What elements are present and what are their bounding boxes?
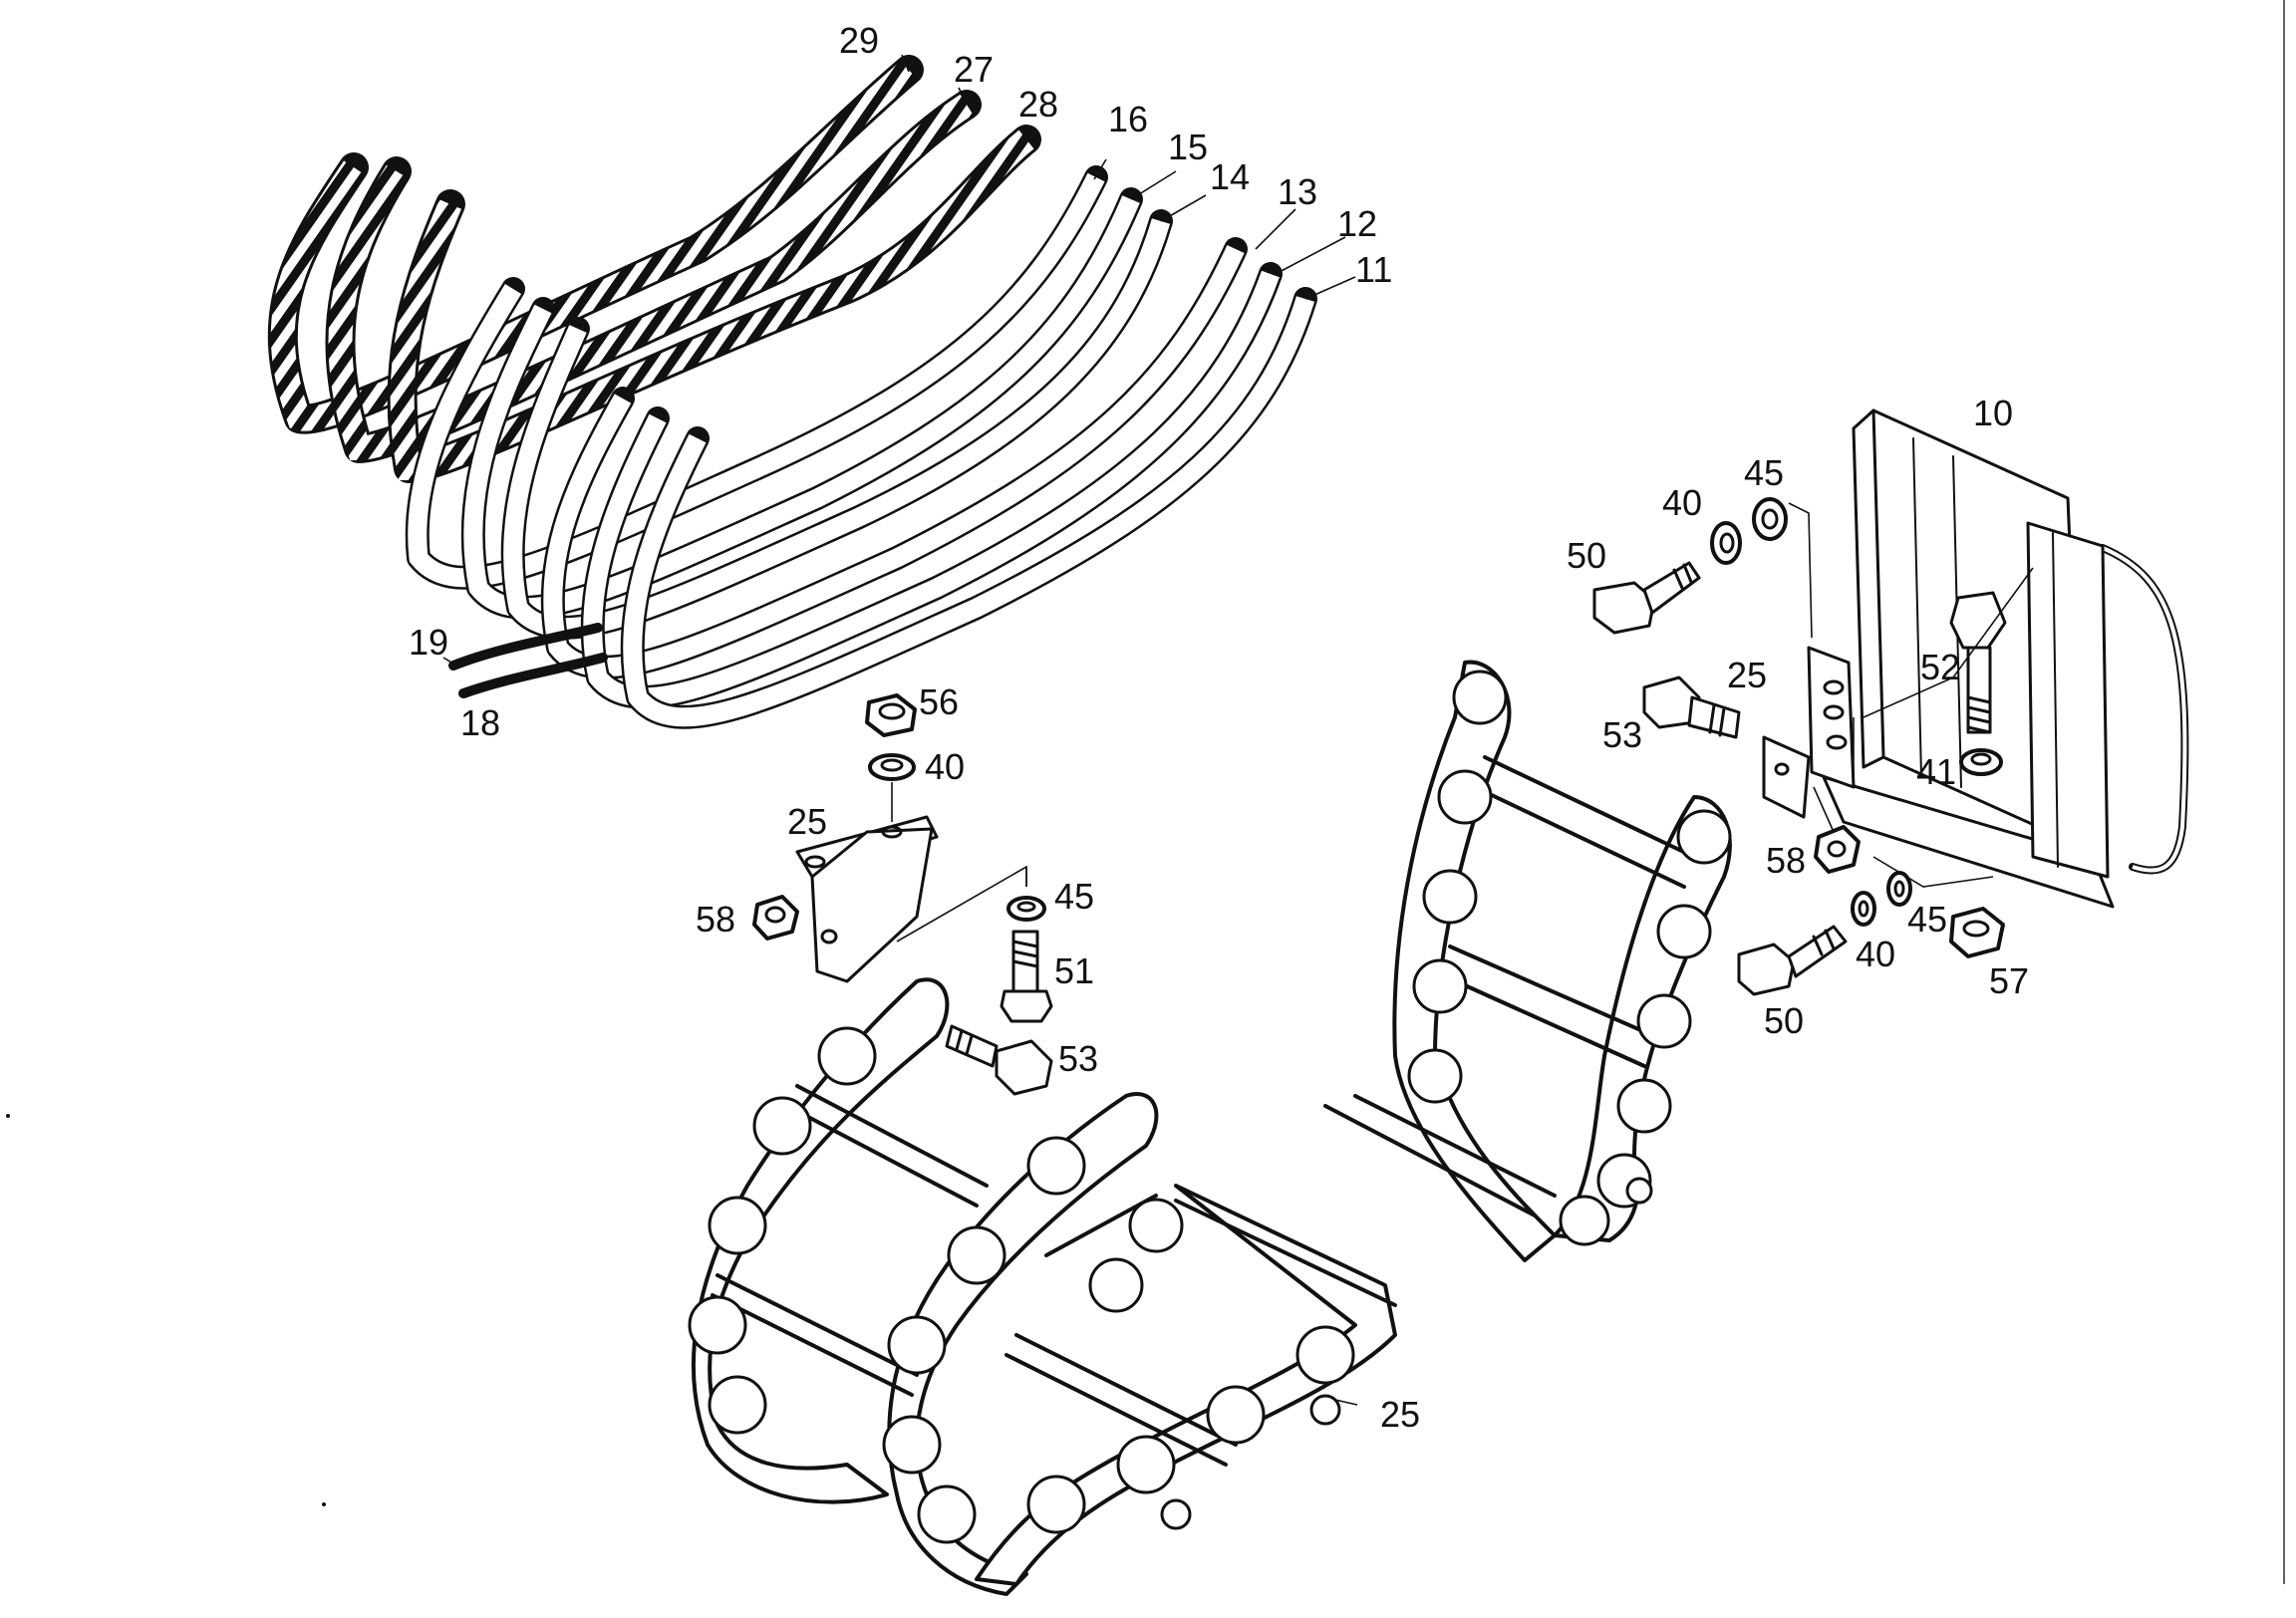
cable-chain-left [688, 977, 1397, 1596]
label-25-bracket-right: 25 [1727, 655, 1767, 695]
nut-58-left [752, 895, 799, 941]
hose-end-19 [448, 623, 603, 671]
bolt-50-low [1737, 925, 1848, 996]
washer-40-top [1710, 521, 1742, 565]
bracket-25-right [1762, 646, 1856, 819]
bolt-53-left [945, 1024, 1053, 1096]
label-45-top: 45 [1744, 452, 1784, 493]
spiral-hose-29 [267, 55, 924, 434]
hose-end-18 [458, 653, 608, 698]
chain-leader-25 [1334, 1399, 1358, 1406]
spiral-hose-27 [325, 90, 982, 463]
nut-58-right [1814, 825, 1861, 874]
lock-washer-41 [1959, 748, 2003, 776]
label-25-bracket-left: 25 [787, 801, 827, 842]
bracket-25-left [795, 815, 939, 983]
label-13: 13 [1278, 171, 1317, 212]
hose-bundle [267, 55, 1317, 729]
label-10: 10 [1973, 393, 2013, 433]
washer-45-top [1752, 497, 1788, 541]
label-18: 18 [460, 702, 500, 743]
smooth-hoses [405, 165, 1317, 729]
label-14: 14 [1210, 156, 1250, 197]
label-11: 11 [1355, 249, 1392, 290]
nut-57 [1949, 907, 2005, 958]
label-27: 27 [954, 49, 994, 90]
scan-speck [6, 1114, 10, 1118]
nut-56 [865, 693, 917, 737]
cable-chain-right [1323, 660, 1732, 1262]
label-53-right: 53 [1602, 714, 1642, 755]
label-12: 12 [1337, 203, 1377, 244]
label-45-left: 45 [1054, 876, 1094, 917]
part-labels: 29 27 28 16 15 14 13 12 11 19 18 10 45 4… [409, 20, 2029, 1435]
label-57: 57 [1989, 960, 2029, 1001]
label-29: 29 [839, 20, 879, 61]
label-50-low: 50 [1764, 1000, 1804, 1041]
washer-45-low [1886, 871, 1912, 907]
scan-speck [322, 1502, 326, 1506]
label-40-left: 40 [925, 746, 965, 787]
label-58-left: 58 [696, 899, 735, 940]
label-50-top: 50 [1567, 535, 1606, 576]
bolt-52 [1949, 591, 2007, 734]
label-45-low: 45 [1907, 899, 1947, 940]
bolt-53-right [1642, 675, 1741, 739]
washer-40-left [868, 753, 916, 781]
label-40-top: 40 [1662, 482, 1702, 523]
bolt-50-top [1592, 561, 1701, 635]
bolt-51 [1000, 930, 1053, 1023]
label-28: 28 [1018, 84, 1058, 125]
washer-45-left [1006, 896, 1046, 922]
label-40-low: 40 [1856, 934, 1895, 974]
assembly-lines-left [891, 782, 1027, 943]
label-25-chain: 25 [1380, 1394, 1420, 1435]
label-16: 16 [1108, 99, 1148, 139]
label-56: 56 [919, 681, 959, 722]
label-53-left: 53 [1058, 1038, 1098, 1079]
mounting-bracket-10 [1822, 408, 2189, 909]
hose-leaders [442, 54, 1356, 698]
label-15: 15 [1168, 127, 1208, 167]
label-58-right: 58 [1766, 840, 1806, 881]
label-19: 19 [409, 622, 448, 663]
label-51: 51 [1054, 950, 1094, 991]
label-52: 52 [1920, 647, 1960, 687]
washer-40-low [1851, 891, 1876, 927]
label-41: 41 [1916, 751, 1956, 792]
